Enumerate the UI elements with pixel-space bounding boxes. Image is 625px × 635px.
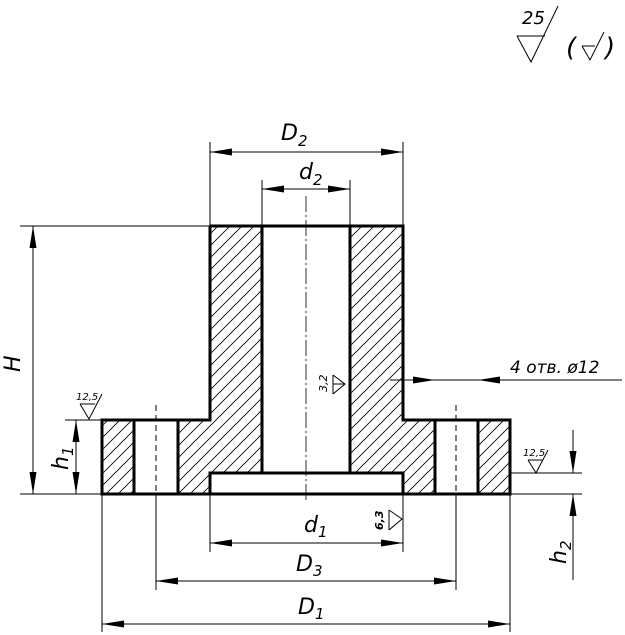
close-bracket: ) [603,33,615,63]
label-D3: D3 [296,552,323,580]
axis-lines [155,196,457,505]
hatch-left-flange [102,420,134,494]
general-roughness-symbol: 25 ( ) [516,5,615,64]
dimension-lines [29,148,622,628]
extension-lines [20,142,582,632]
hatch-right-flange [478,420,510,494]
flange-left-roughness-value: 12,5 [76,392,98,403]
label-h2: h2 [547,541,575,565]
label-h1-sub: 1 [59,447,77,457]
label-d1-sub: 1 [318,523,328,541]
svg-text:2: 2 [298,132,308,150]
recess-outline [208,471,405,494]
dimension-labels: D 2 d 2 H h1 h2 d1 D3 D1 4 отв. ø12 [1,121,599,623]
bore-roughness-value: 3,2 [317,375,330,393]
section-hatching [102,226,510,494]
hatch-right-hub [350,226,435,494]
recess-roughness-symbol: 6,3 [373,509,403,531]
label-h1: h1 [49,447,77,471]
label-d2: d [299,160,314,185]
label-D1-sub: 1 [315,605,325,623]
label-D2-sub: 2 [298,132,308,150]
label-H: H [1,355,26,372]
label-D3-sub: 3 [313,562,323,580]
label-d1: d1 [304,513,328,541]
label-d2-sub: 2 [313,171,323,189]
roughness-symbols: 25 ( ) 3,2 6,3 12,5 12, [76,5,615,531]
flange-left-roughness-symbol: 12,5 [76,392,103,421]
bore-roughness-symbol: 3,2 [317,375,346,395]
hatch-left-hub [178,226,262,494]
general-roughness-value: 25 [522,8,545,29]
holes-note: 4 отв. ø12 [510,358,599,378]
svg-text:2: 2 [313,171,323,189]
flange-right-roughness-value: 12,5 [523,448,545,459]
recess-roughness-value: 6,3 [373,510,386,530]
label-h2-sub: 2 [557,541,575,551]
flange-right-roughness-symbol: 12,5 [523,448,549,475]
roughness-tick-icon [581,31,605,62]
open-bracket: ( [566,33,578,63]
label-D1: D1 [298,595,325,623]
label-D2: D [281,121,298,146]
